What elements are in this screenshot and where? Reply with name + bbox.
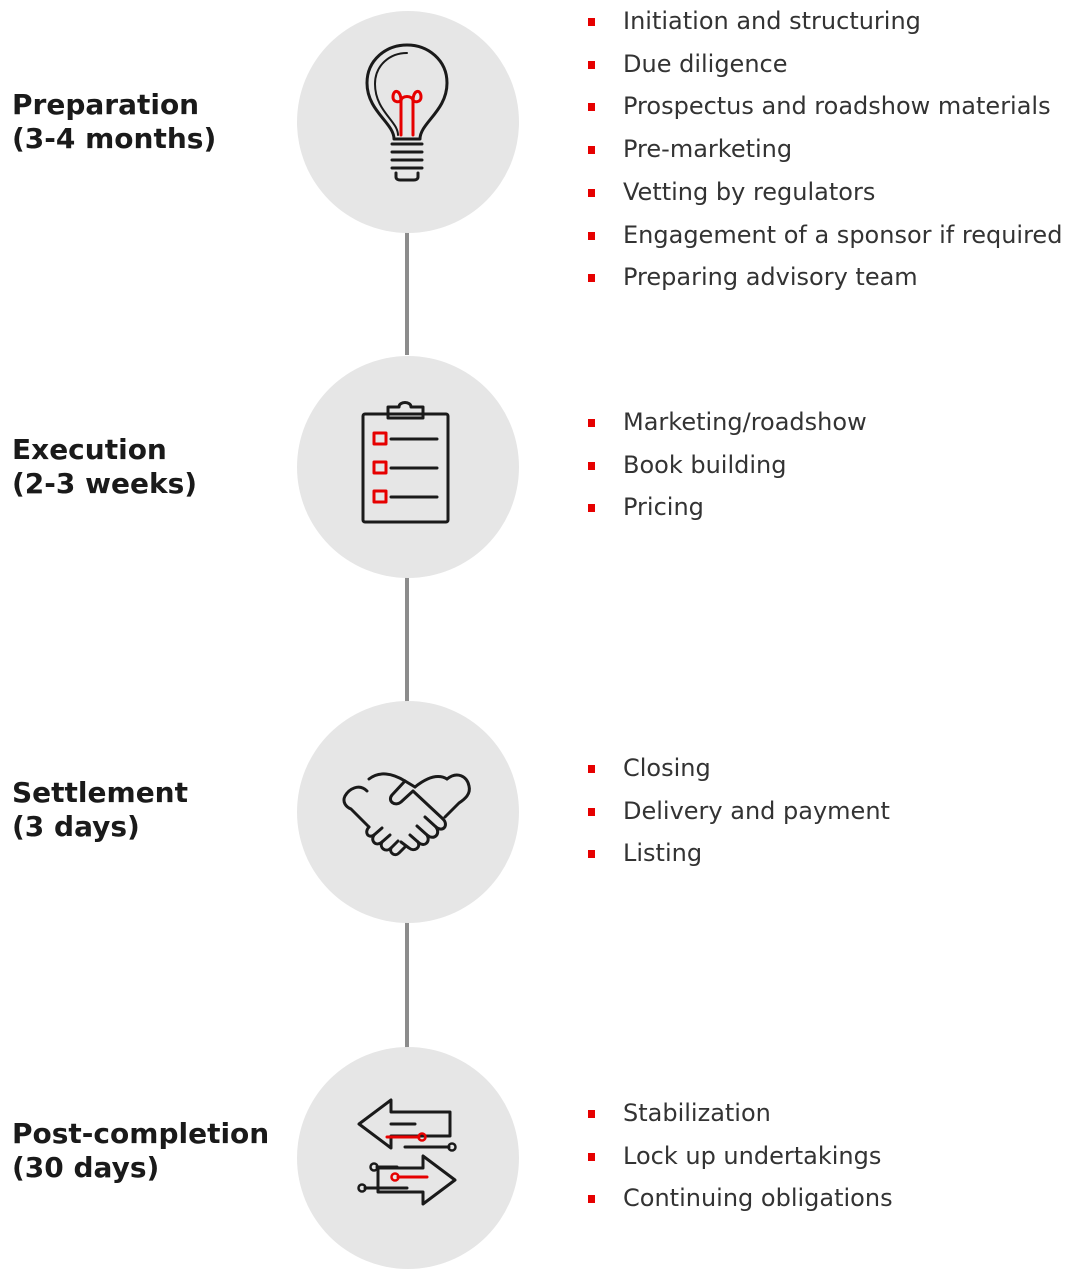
- timeline-connector: [405, 225, 409, 355]
- stage-title: Preparation (3-4 months): [12, 88, 216, 156]
- timeline-connector: [405, 575, 409, 703]
- timeline-connector: [405, 920, 409, 1050]
- list-item: Preparing advisory team: [585, 256, 1062, 299]
- list-item: Initiation and structuring: [585, 0, 1062, 43]
- list-item: Listing: [585, 832, 890, 875]
- stage-duration: (3 days): [12, 810, 140, 843]
- lightbulb-icon: [365, 43, 449, 182]
- list-item: Closing: [585, 747, 890, 790]
- list-item: Stabilization: [585, 1092, 893, 1135]
- stage-duration: (2-3 weeks): [12, 467, 198, 500]
- stage-title: Execution (2-3 weeks): [12, 433, 197, 501]
- stage-name: Execution: [12, 433, 167, 466]
- stage-name: Preparation: [12, 88, 200, 121]
- list-item: Prospectus and roadshow materials: [585, 85, 1062, 128]
- stage-icon-circle: [297, 356, 519, 578]
- list-item: Delivery and payment: [585, 790, 890, 833]
- list-item: Continuing obligations: [585, 1177, 893, 1220]
- list-item: Engagement of a sponsor if required: [585, 214, 1062, 257]
- list-item: Vetting by regulators: [585, 171, 1062, 214]
- stage-title: Settlement (3 days): [12, 776, 188, 844]
- handshake-icon: [342, 772, 471, 857]
- task-list: Stabilization Lock up undertakings Conti…: [585, 1092, 893, 1220]
- stage-name: Post-completion: [12, 1117, 270, 1150]
- list-item: Pricing: [585, 486, 867, 529]
- stage-icon-circle: [297, 701, 519, 923]
- stage-icon-circle: [297, 1047, 519, 1269]
- list-item: Book building: [585, 444, 867, 487]
- stage-title: Post-completion (30 days): [12, 1117, 269, 1185]
- clipboard-checklist-icon: [361, 401, 450, 524]
- list-item: Due diligence: [585, 43, 1062, 86]
- stage-duration: (3-4 months): [12, 122, 217, 155]
- exchange-arrows-icon: [357, 1098, 457, 1206]
- stage-duration: (30 days): [12, 1151, 160, 1184]
- list-item: Lock up undertakings: [585, 1135, 893, 1178]
- task-list: Closing Delivery and payment Listing: [585, 747, 890, 875]
- stage-name: Settlement: [12, 776, 188, 809]
- list-item: Marketing/roadshow: [585, 401, 867, 444]
- stage-icon-circle: [297, 11, 519, 233]
- list-item: Pre-marketing: [585, 128, 1062, 171]
- task-list: Marketing/roadshow Book building Pricing: [585, 401, 867, 529]
- task-list: Initiation and structuring Due diligence…: [585, 0, 1062, 299]
